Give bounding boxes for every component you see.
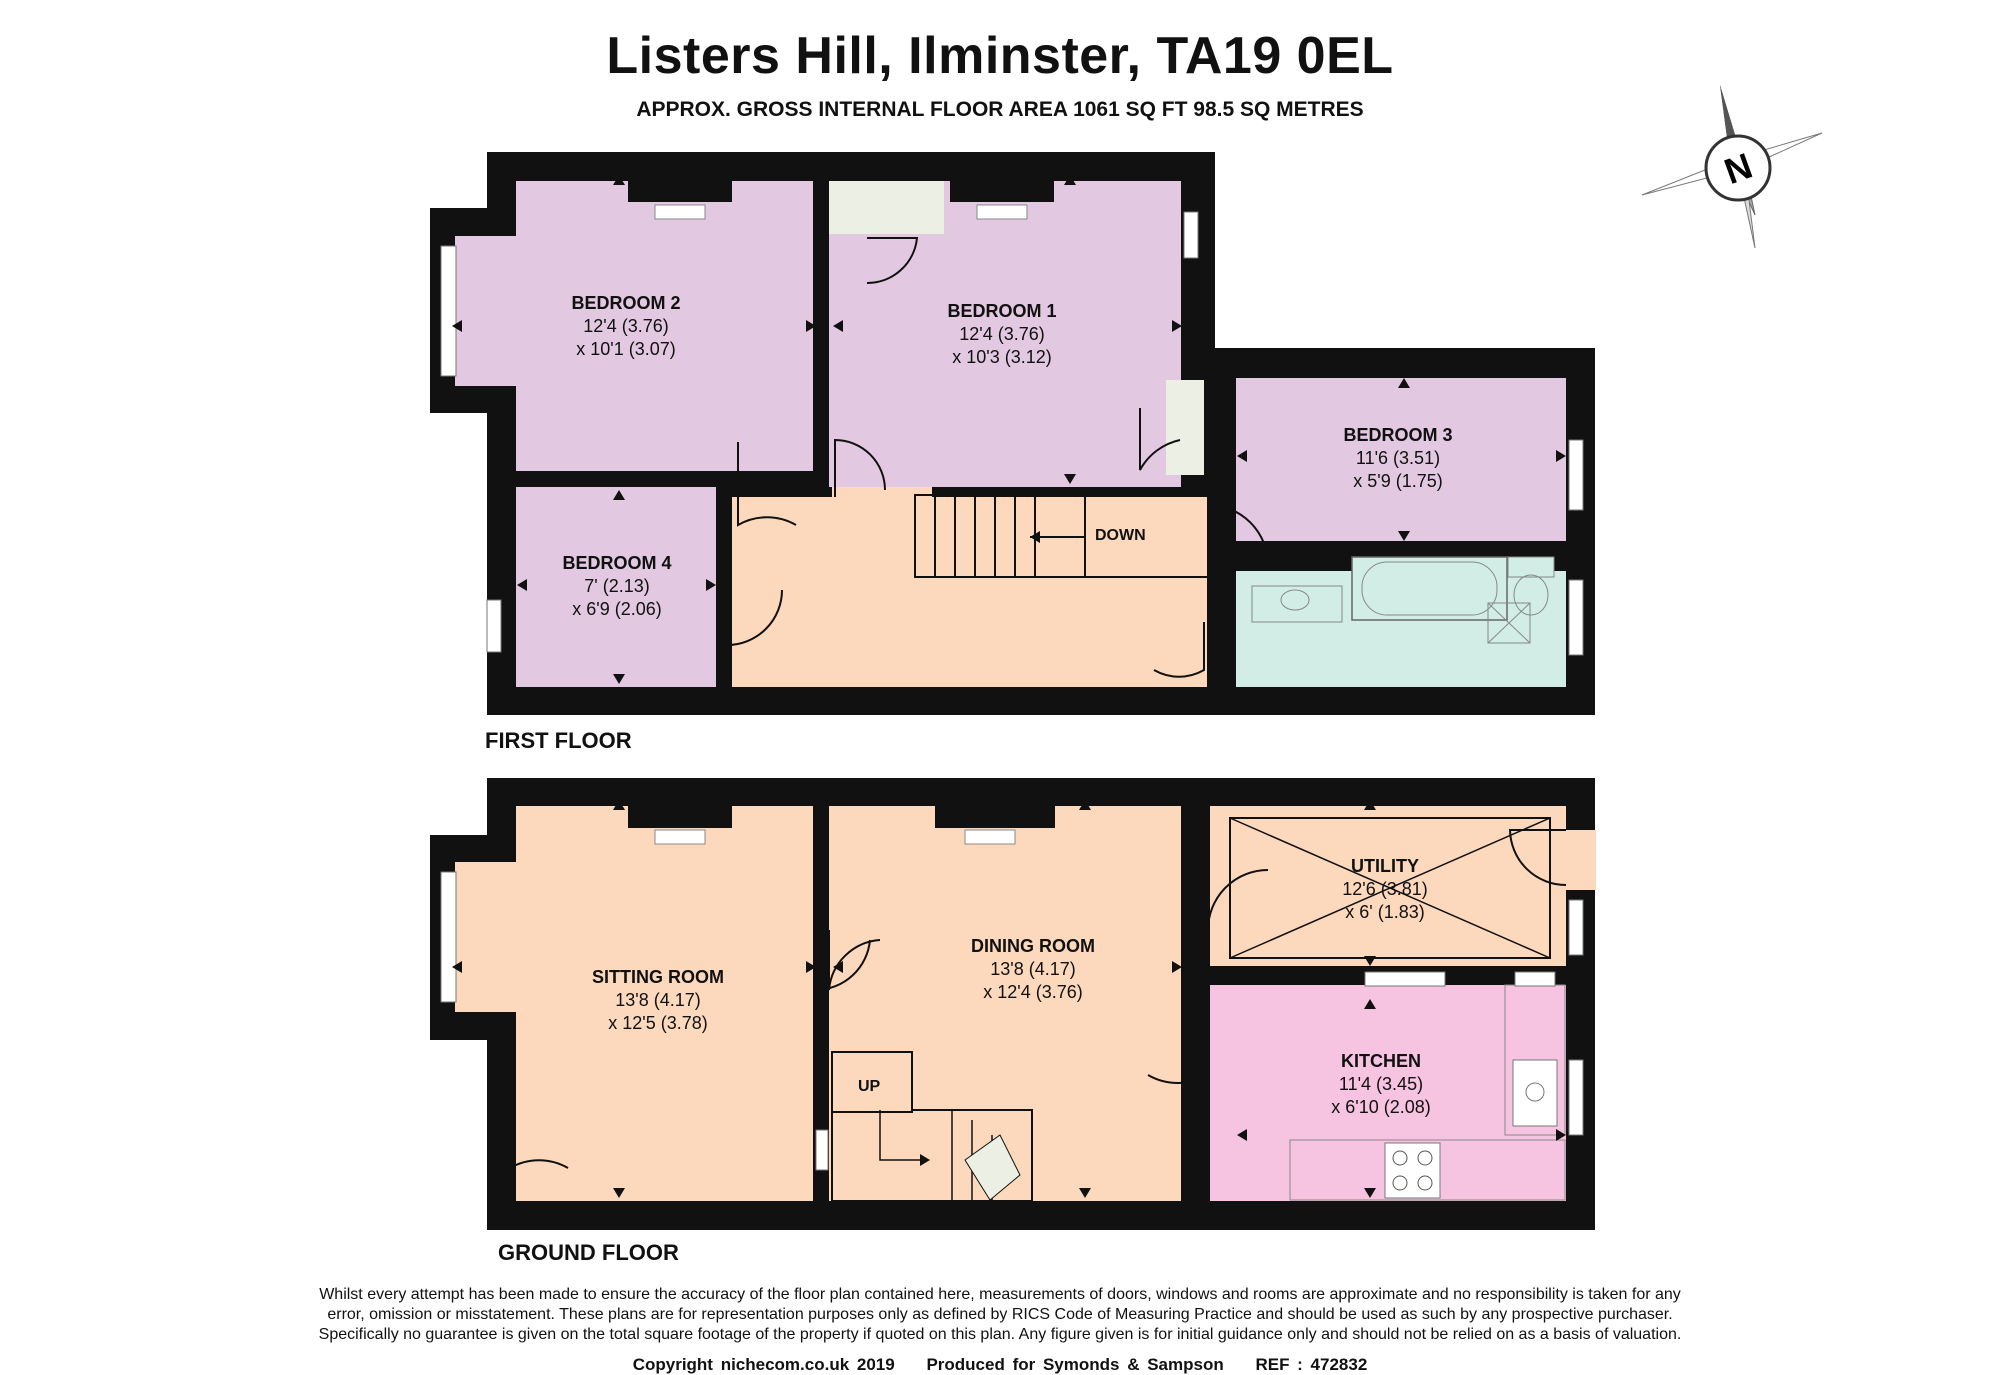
room-dimension: x 10'3 (3.12) [952, 347, 1052, 367]
room-label-bedroom-4: BEDROOM 4 7' (2.13) x 6'9 (2.06) [562, 552, 671, 621]
bedroom-4-floor [516, 487, 716, 687]
room-label-bedroom-2: BEDROOM 2 12'4 (3.76) x 10'1 (3.07) [571, 292, 680, 361]
disclaimer-line: error, omission or misstatement. These p… [327, 1306, 1673, 1323]
bedroom-2-floor [516, 181, 813, 471]
room-label-dining-room: DINING ROOM 13'8 (4.17) x 12'4 (3.76) [971, 935, 1095, 1004]
floor-area-subtitle: APPROX. GROSS INTERNAL FLOOR AREA 1061 S… [636, 98, 1364, 121]
room-label-bedroom-3: BEDROOM 3 11'6 (3.51) x 5'9 (1.75) [1343, 424, 1452, 493]
room-name: BEDROOM 1 [947, 301, 1057, 321]
room-dimension: 11'6 (3.51) [1355, 448, 1441, 468]
sitting-room-floor [516, 806, 813, 1201]
room-dimension: x 6'10 (2.08) [1331, 1097, 1431, 1117]
bedroom-3-floor [1236, 378, 1566, 541]
first-floor-label: FIRST FLOOR [485, 728, 632, 753]
stairs-down-label: DOWN [1095, 527, 1146, 544]
disclaimer-line: Specifically no guarantee is given on th… [318, 1326, 1682, 1343]
room-name: KITCHEN [1341, 1051, 1421, 1071]
room-dimension: 12'6 (3.81) [1342, 879, 1428, 899]
room-label-sitting-room: SITTING ROOM 13'8 (4.17) x 12'5 (3.78) [592, 966, 724, 1035]
ground-floor-label: GROUND FLOOR [498, 1240, 679, 1265]
disclaimer-line: Whilst every attempt has been made to en… [319, 1286, 1681, 1303]
room-label-utility: UTILITY 12'6 (3.81) x 6' (1.83) [1342, 855, 1428, 924]
room-dimension: x 6' (1.83) [1345, 902, 1425, 922]
room-label-kitchen: KITCHEN 11'4 (3.45) x 6'10 (2.08) [1331, 1050, 1431, 1119]
produced-for-text: Produced for Symonds & Sampson [926, 1355, 1224, 1374]
ground-floor-plan [430, 778, 1596, 1230]
room-dimension: x 10'1 (3.07) [576, 339, 676, 359]
credits-line: Copyright nichecom.co.uk 2019 Produced f… [0, 1355, 2000, 1375]
copyright-text: Copyright nichecom.co.uk 2019 [632, 1355, 895, 1374]
room-dimension: x 12'4 (3.76) [983, 982, 1083, 1002]
room-dimension: x 6'9 (2.06) [572, 599, 662, 619]
room-dimension: 12'4 (3.76) [959, 324, 1045, 344]
room-dimension: 7' (2.13) [584, 576, 650, 596]
disclaimer: Whilst every attempt has been made to en… [200, 1285, 1800, 1345]
compass-icon: N [1641, 85, 1823, 249]
room-label-bedroom-1: BEDROOM 1 12'4 (3.76) x 10'3 (3.12) [947, 300, 1056, 369]
room-dimension: 11'4 (3.45) [1338, 1074, 1424, 1094]
landing-floor [732, 497, 1207, 687]
room-name: BEDROOM 2 [571, 293, 681, 313]
room-name: DINING ROOM [971, 936, 1095, 956]
room-dimension: 13'8 (4.17) [615, 990, 701, 1010]
reference-text: REF : 472832 [1255, 1355, 1368, 1374]
room-name: BEDROOM 3 [1343, 425, 1453, 445]
room-name: SITTING ROOM [592, 967, 724, 987]
room-name: BEDROOM 4 [562, 553, 672, 573]
room-dimension: 13'8 (4.17) [990, 959, 1076, 979]
cupboard-floor [829, 181, 944, 234]
stairs-up-label: UP [858, 1078, 881, 1095]
room-name: UTILITY [1351, 856, 1419, 876]
first-floor-plan [430, 152, 1595, 715]
room-dimension: x 12'5 (3.78) [608, 1013, 708, 1033]
room-dimension: 12'4 (3.76) [583, 316, 669, 336]
room-dimension: x 5'9 (1.75) [1353, 471, 1443, 491]
plan-title: Listers Hill, Ilminster, TA19 0EL [606, 27, 1394, 85]
